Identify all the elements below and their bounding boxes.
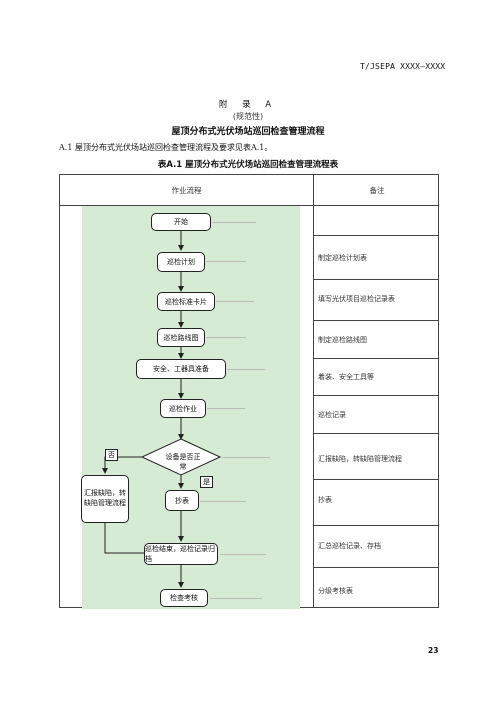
leader-line: [212, 222, 256, 223]
table-caption: 表A.1 屋顶分布式光伏场站巡回检查管理流程表: [157, 160, 339, 170]
appendix-title: 屋顶分布式光伏场站巡回检查管理流程: [171, 127, 325, 137]
row-divider: [313, 479, 438, 480]
note-decision: 汇报缺陷，转缺陷管理流程: [318, 455, 402, 463]
note-safety: 着装、安全工具等: [318, 373, 374, 381]
standard-code: T/JSEPA XXXX—XXXX: [360, 62, 446, 71]
decision-label: 设备是否正常: [165, 453, 201, 471]
leader-line: [216, 301, 254, 302]
route-node: 巡检路线图: [157, 328, 205, 347]
note-archive: 汇总巡检记录、存档: [318, 542, 381, 550]
page-number: 23: [428, 646, 439, 655]
row-divider: [313, 235, 438, 236]
leader-line: [207, 408, 245, 409]
column-divider: [313, 175, 314, 607]
note-card: 填写光伏项目巡检记录表: [318, 295, 395, 303]
end-work-node: 巡检结束，巡检记录归档: [144, 543, 218, 565]
leader-line: [222, 457, 270, 458]
note-assessment: 分级考核表: [318, 587, 353, 595]
plan-node: 巡检计划: [157, 252, 205, 272]
appendix-label: 附 录 A: [218, 100, 278, 110]
assessment-node: 检查考核: [160, 589, 208, 607]
work-node: 巡检作业: [160, 399, 206, 418]
leader-line: [227, 369, 265, 370]
row-divider: [313, 433, 438, 434]
row-divider: [313, 358, 438, 359]
section-text: A.1 屋顶分布式光伏场站巡回检查管理流程及要求见表A.1。: [59, 143, 273, 152]
row-divider: [313, 395, 438, 396]
row-divider: [313, 525, 438, 526]
leader-line: [210, 598, 262, 599]
yes-label: 是: [200, 476, 213, 488]
leader-line: [200, 501, 246, 502]
start-node: 开始: [151, 213, 211, 231]
note-work: 巡检记录: [318, 411, 346, 419]
flowchart-connectors: [102, 231, 222, 588]
defect-node: 汇报缺陷，转缺陷管理流程: [81, 475, 129, 523]
card-node: 巡检标准卡片: [157, 292, 215, 311]
leader-line: [220, 554, 266, 555]
process-table: 作业流程 备注 制定巡检计划表 填写光伏项目巡检记录表 制定巡检路线图 着装、安…: [59, 174, 439, 609]
header-remarks: 备注: [369, 185, 385, 195]
header-workflow: 作业流程: [171, 185, 202, 195]
note-meter: 抄表: [318, 496, 332, 504]
row-divider: [313, 567, 438, 568]
row-divider: [313, 279, 438, 280]
meter-node: 抄表: [165, 490, 199, 511]
note-route: 制定巡检路线图: [318, 336, 367, 344]
header-divider: [60, 205, 438, 206]
no-label: 否: [105, 449, 118, 461]
decision-diamond: [140, 438, 222, 476]
row-divider: [313, 320, 438, 321]
leader-line: [206, 261, 246, 262]
appendix-normative: (规范性): [232, 112, 264, 121]
safety-node: 安全、工器具准备: [136, 359, 226, 379]
leader-line: [206, 337, 246, 338]
note-plan: 制定巡检计划表: [318, 254, 367, 262]
